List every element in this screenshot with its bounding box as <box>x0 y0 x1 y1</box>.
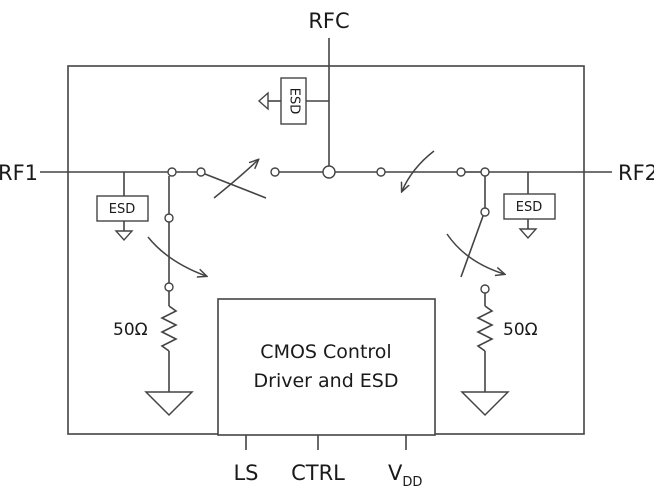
left-resistor-icon <box>160 305 178 352</box>
right-esd-ground-icon <box>518 228 538 240</box>
vdd-pin-label: VDD <box>388 461 422 490</box>
top-esd-label: ESD <box>287 88 302 114</box>
left-res-label: 50Ω <box>113 320 148 340</box>
rf1-node-b <box>196 167 206 177</box>
left-shunt-node-top <box>164 213 174 223</box>
rfc-label: RFC <box>308 9 349 33</box>
left-esd-ground-icon <box>114 230 134 242</box>
rf2-switch-arrow <box>402 150 435 191</box>
cmos-control-box <box>217 298 436 436</box>
rf2-label: RF2 <box>618 161 654 185</box>
right-resistor-icon <box>476 305 494 352</box>
rf1-label: RF1 <box>0 161 38 185</box>
right-shunt-node-top <box>480 207 490 217</box>
ls-pin-label: LS <box>233 461 258 485</box>
rf2-node-b <box>480 167 490 177</box>
rf1-switch-blade <box>204 173 267 199</box>
cmos-box-line1: CMOS Control <box>260 341 391 363</box>
vdd-sub: DD <box>402 475 422 490</box>
left-shunt-node-bottom <box>164 282 174 292</box>
rf1-node-a <box>167 167 177 177</box>
right-shunt-node-bottom <box>480 284 490 294</box>
left-esd-label: ESD <box>109 202 135 217</box>
right-esd-label: ESD <box>516 200 542 215</box>
ctrl-pin-label: CTRL <box>291 461 345 485</box>
cmos-box-line2: Driver and ESD <box>254 370 399 392</box>
right-shunt-arrow <box>446 233 504 274</box>
right-esd-box <box>503 193 556 220</box>
right-res-label: 50Ω <box>503 320 538 340</box>
rf2-switch-contact <box>376 167 386 177</box>
left-shunt-arrow <box>147 236 206 276</box>
left-ground-icon <box>144 391 194 417</box>
rf1-switch-contact <box>270 167 280 177</box>
right-shunt-blade <box>460 215 484 278</box>
top-esd-box <box>280 77 307 125</box>
rf1-switch-arrow <box>213 160 258 199</box>
right-ground-icon <box>460 391 510 417</box>
rfc-junction-node <box>322 165 336 179</box>
rf2-node-a <box>456 167 466 177</box>
vdd-main: V <box>388 461 403 485</box>
top-esd-ground-icon <box>257 91 269 111</box>
left-esd-box <box>96 195 149 222</box>
